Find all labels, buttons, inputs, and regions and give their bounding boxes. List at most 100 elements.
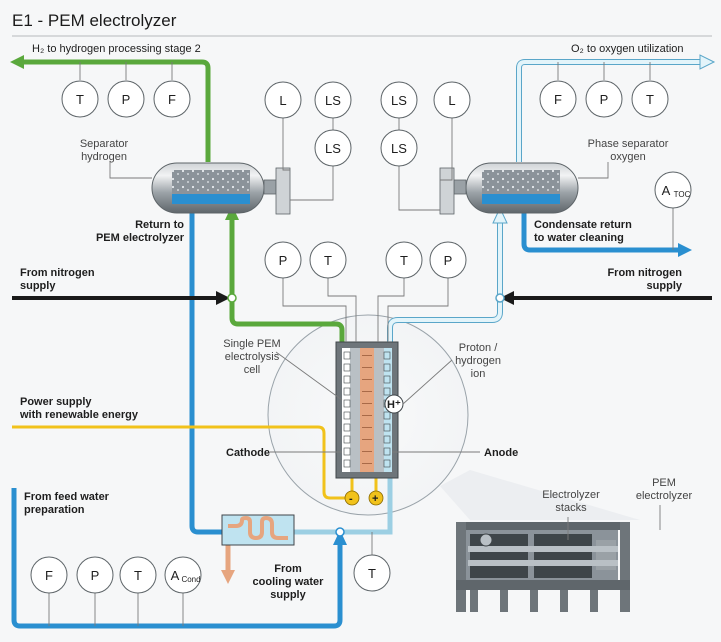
condensate-label-1: Condensate return <box>534 219 632 231</box>
cooling-label-3: supply <box>270 589 306 601</box>
cathode-cell-segment <box>343 375 351 384</box>
h2-temperature-instrument <box>61 80 99 118</box>
h2-f-text: F <box>168 92 176 107</box>
proton-label-2: hydrogen <box>455 355 501 367</box>
water-pipes <box>11 213 680 629</box>
cell-t1-text: T <box>324 253 332 268</box>
cathode-cell-segment <box>343 423 351 432</box>
cooling-label-1: From <box>274 563 302 575</box>
h2-outlet-pipe <box>22 59 211 162</box>
toc-main-text: A <box>662 183 671 198</box>
stacks-label-2: stacks <box>555 502 587 514</box>
cell-p1-text: P <box>279 253 288 268</box>
anode-label: Anode <box>484 447 518 459</box>
h2-t-text: T <box>76 92 84 107</box>
o2-outlet-label: O₂ to oxygen utilization <box>571 43 684 55</box>
o2-ls2-text: LS <box>391 141 407 156</box>
h2-level-switch-2 <box>314 129 352 167</box>
cathode-cell-segment <box>343 363 351 372</box>
feed-flow-instrument <box>30 556 68 594</box>
feed-water-arrow <box>333 530 347 545</box>
cooling-temperature-instrument <box>353 554 391 592</box>
anode-cell-segment <box>383 351 391 360</box>
nitrogen-right-arrow <box>500 291 514 305</box>
nitrogen-left-label-1: From nitrogen <box>20 267 95 279</box>
cooling-out-arrow <box>221 570 235 584</box>
proton-label-3: ion <box>471 368 486 380</box>
cond-main-text: A <box>171 568 180 583</box>
stacks-label-1: Electrolyzer <box>542 489 600 501</box>
proton-label-1: Proton / <box>459 342 498 354</box>
anode-cell-segment <box>383 423 391 432</box>
electrolyzer-machine <box>456 522 630 612</box>
h2-l-text: L <box>279 93 286 108</box>
magnifier-cone <box>440 470 640 520</box>
cathode-cell-segment <box>343 387 351 396</box>
anode-terminal <box>368 490 384 506</box>
cell-t2-text: T <box>400 253 408 268</box>
feed-t-text: T <box>134 568 142 583</box>
separator-o2-label-1: Phase separator <box>588 138 669 150</box>
anode-cell-segment <box>383 447 391 456</box>
instrument-circles <box>30 80 692 594</box>
nitrogen-left-arrow <box>216 291 230 305</box>
o2-ls1-text: LS <box>391 93 407 108</box>
h2-ls1-text: LS <box>325 93 341 108</box>
nitrogen-left-label-2: supply <box>20 280 56 292</box>
o2-level-switch-2 <box>380 129 418 167</box>
condensate-arrow <box>678 243 692 257</box>
cell-label-3: cell <box>244 364 261 376</box>
cond-sub-text: Cond <box>181 575 200 584</box>
cathode-cell-segment <box>343 351 351 360</box>
h2-level-instrument <box>264 81 302 119</box>
toc-analyzer <box>654 171 692 209</box>
oxygen-pipes <box>292 59 702 535</box>
conductivity-analyzer <box>164 556 202 594</box>
separator-h2-label-1: Separator <box>80 138 129 150</box>
feed-f-text: F <box>45 568 53 583</box>
cell-label-2: electrolysis <box>225 351 280 363</box>
anode-cell-segment <box>383 435 391 444</box>
plus-sign: + <box>372 493 378 505</box>
separator-h2-label-2: hydrogen <box>81 151 127 163</box>
feed-temperature-instrument <box>119 556 157 594</box>
h2-return-pipe <box>229 215 345 342</box>
condensate-label-2: to water cleaning <box>534 232 624 244</box>
separator-o2-label-2: oxygen <box>610 151 645 163</box>
feed-label-1: From feed water <box>24 491 110 503</box>
cell-label-1: Single PEM <box>223 338 280 350</box>
h2-level-switch-1 <box>314 81 352 119</box>
o2-l-text: L <box>448 93 455 108</box>
toc-sub-text: TOC <box>674 190 691 199</box>
instrument-letters: T P F L LS LS LS L LS F P T A TOC P T T … <box>45 92 691 584</box>
nitrogen-right-label-2: supply <box>647 280 683 292</box>
minus-sign: - <box>349 493 353 505</box>
cathode-terminal <box>344 490 360 506</box>
page-title: E1 - PEM electrolyzer <box>12 11 177 30</box>
o2-temperature-instrument <box>631 80 669 118</box>
return-label-1: Return to <box>135 219 184 231</box>
return-label-2: PEM electrolyzer <box>96 232 185 244</box>
anode-cell-segment <box>383 375 391 384</box>
o2-t-text: T <box>646 92 654 107</box>
separator-oxygen <box>439 162 579 215</box>
feed-p-text: P <box>91 568 100 583</box>
anode-cell-segment <box>383 363 391 372</box>
proton-ion-label: H⁺ <box>387 399 401 411</box>
condensate-pipe <box>521 213 680 253</box>
nitrogen-right-label-1: From nitrogen <box>607 267 682 279</box>
power-label-1: Power supply <box>20 396 92 408</box>
feed-water-pipe <box>11 488 343 629</box>
o2-level-switch-1 <box>380 81 418 119</box>
anode-cell-segment <box>383 411 391 420</box>
power-label-2: with renewable energy <box>19 409 139 421</box>
cathode-cell-segment <box>343 435 351 444</box>
hydrogen-pipes <box>22 59 345 342</box>
o2-p-text: P <box>600 92 609 107</box>
cool-t-text: T <box>368 566 376 581</box>
cathode-cell-segment <box>343 411 351 420</box>
feed-pressure-instrument <box>76 556 114 594</box>
h2-ls2-text: LS <box>325 141 341 156</box>
o2-level-instrument <box>433 81 471 119</box>
